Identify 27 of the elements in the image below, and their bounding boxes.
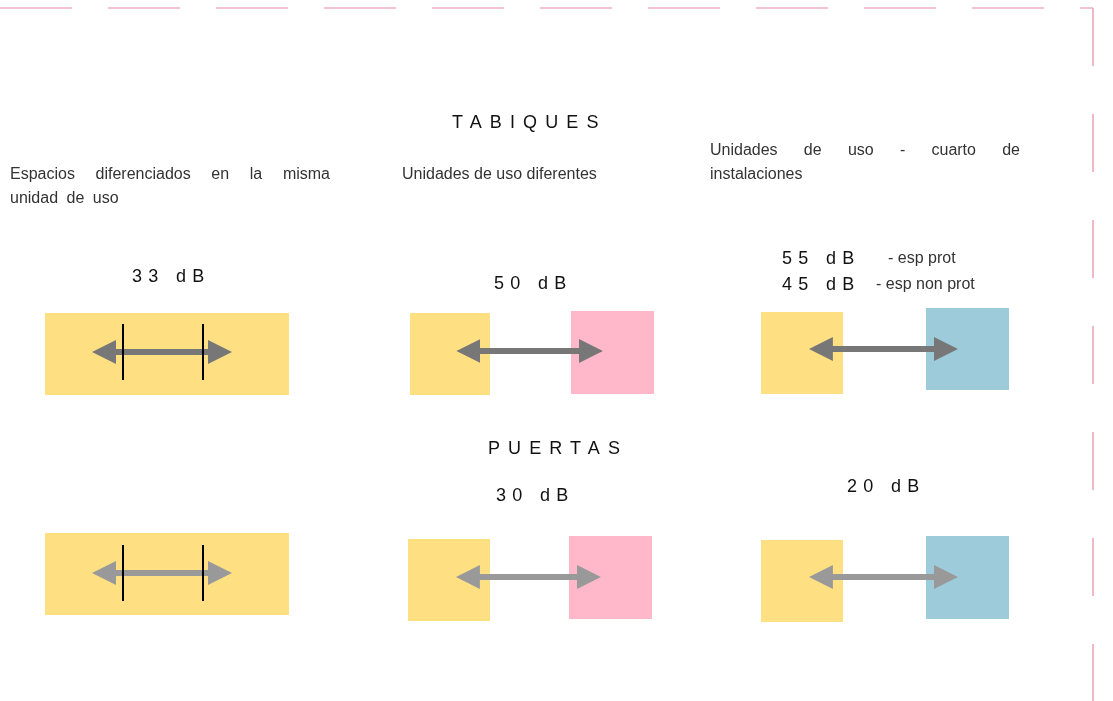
room-box <box>569 536 652 619</box>
room-box <box>761 312 843 394</box>
double-arrow <box>808 337 958 361</box>
double-arrow <box>456 339 603 363</box>
note-text: - esp non prot <box>876 274 976 294</box>
section-heading: PUERTAS <box>488 437 630 460</box>
room-box <box>761 540 843 622</box>
column-heading: Unidades de uso diferentes <box>402 164 598 184</box>
room-box <box>45 533 289 615</box>
column-heading: Unidades de uso - cuarto de instalaciones <box>710 140 1020 184</box>
double-arrow <box>455 565 601 589</box>
room-box <box>926 308 1009 390</box>
room-box <box>926 536 1009 619</box>
column-heading: Espacios diferenciados en la misma unidad de uso <box>10 164 330 208</box>
sound-value: 45 dB <box>782 273 862 296</box>
double-arrow <box>808 565 958 589</box>
sound-value: 33 dB <box>132 265 212 288</box>
note-text: - esp prot <box>888 248 957 268</box>
room-box <box>571 311 654 394</box>
sound-value: 20 dB <box>847 475 927 498</box>
room-box <box>410 313 490 395</box>
room-box <box>45 313 289 395</box>
sound-value: 50 dB <box>494 272 574 295</box>
sound-value: 30 dB <box>496 484 576 507</box>
section-heading: TABIQUES <box>452 111 608 134</box>
room-box <box>408 539 490 621</box>
sound-value: 55 dB <box>782 247 862 270</box>
